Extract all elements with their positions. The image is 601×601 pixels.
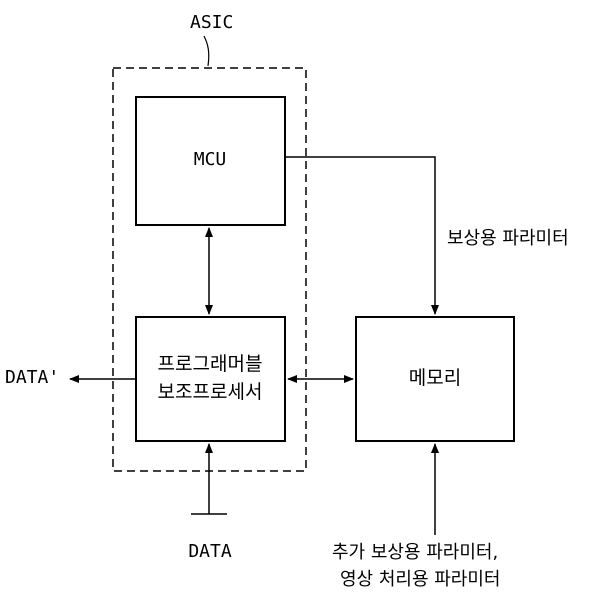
coprocessor-label-line2: 보조프로세서 <box>158 381 263 405</box>
extra-params-label-line2: 영상 처리용 파라미터 <box>340 569 500 592</box>
coprocessor-block <box>136 317 285 441</box>
data-out-label: DATA' <box>5 367 59 390</box>
mcu-memory-arrow <box>285 157 435 314</box>
asic-label: ASIC <box>190 12 233 35</box>
extra-params-label-line1: 추가 보상용 파라미터, <box>332 542 498 565</box>
data-in-label: DATA <box>188 541 231 564</box>
coprocessor-label-line1: 프로그래머블 <box>158 353 263 377</box>
memory-label: 메모리 <box>409 367 461 391</box>
mcu-label: MCU <box>194 149 227 172</box>
compensation-param-label: 보상용 파라미터 <box>447 228 569 251</box>
asic-leader-line <box>204 36 209 66</box>
